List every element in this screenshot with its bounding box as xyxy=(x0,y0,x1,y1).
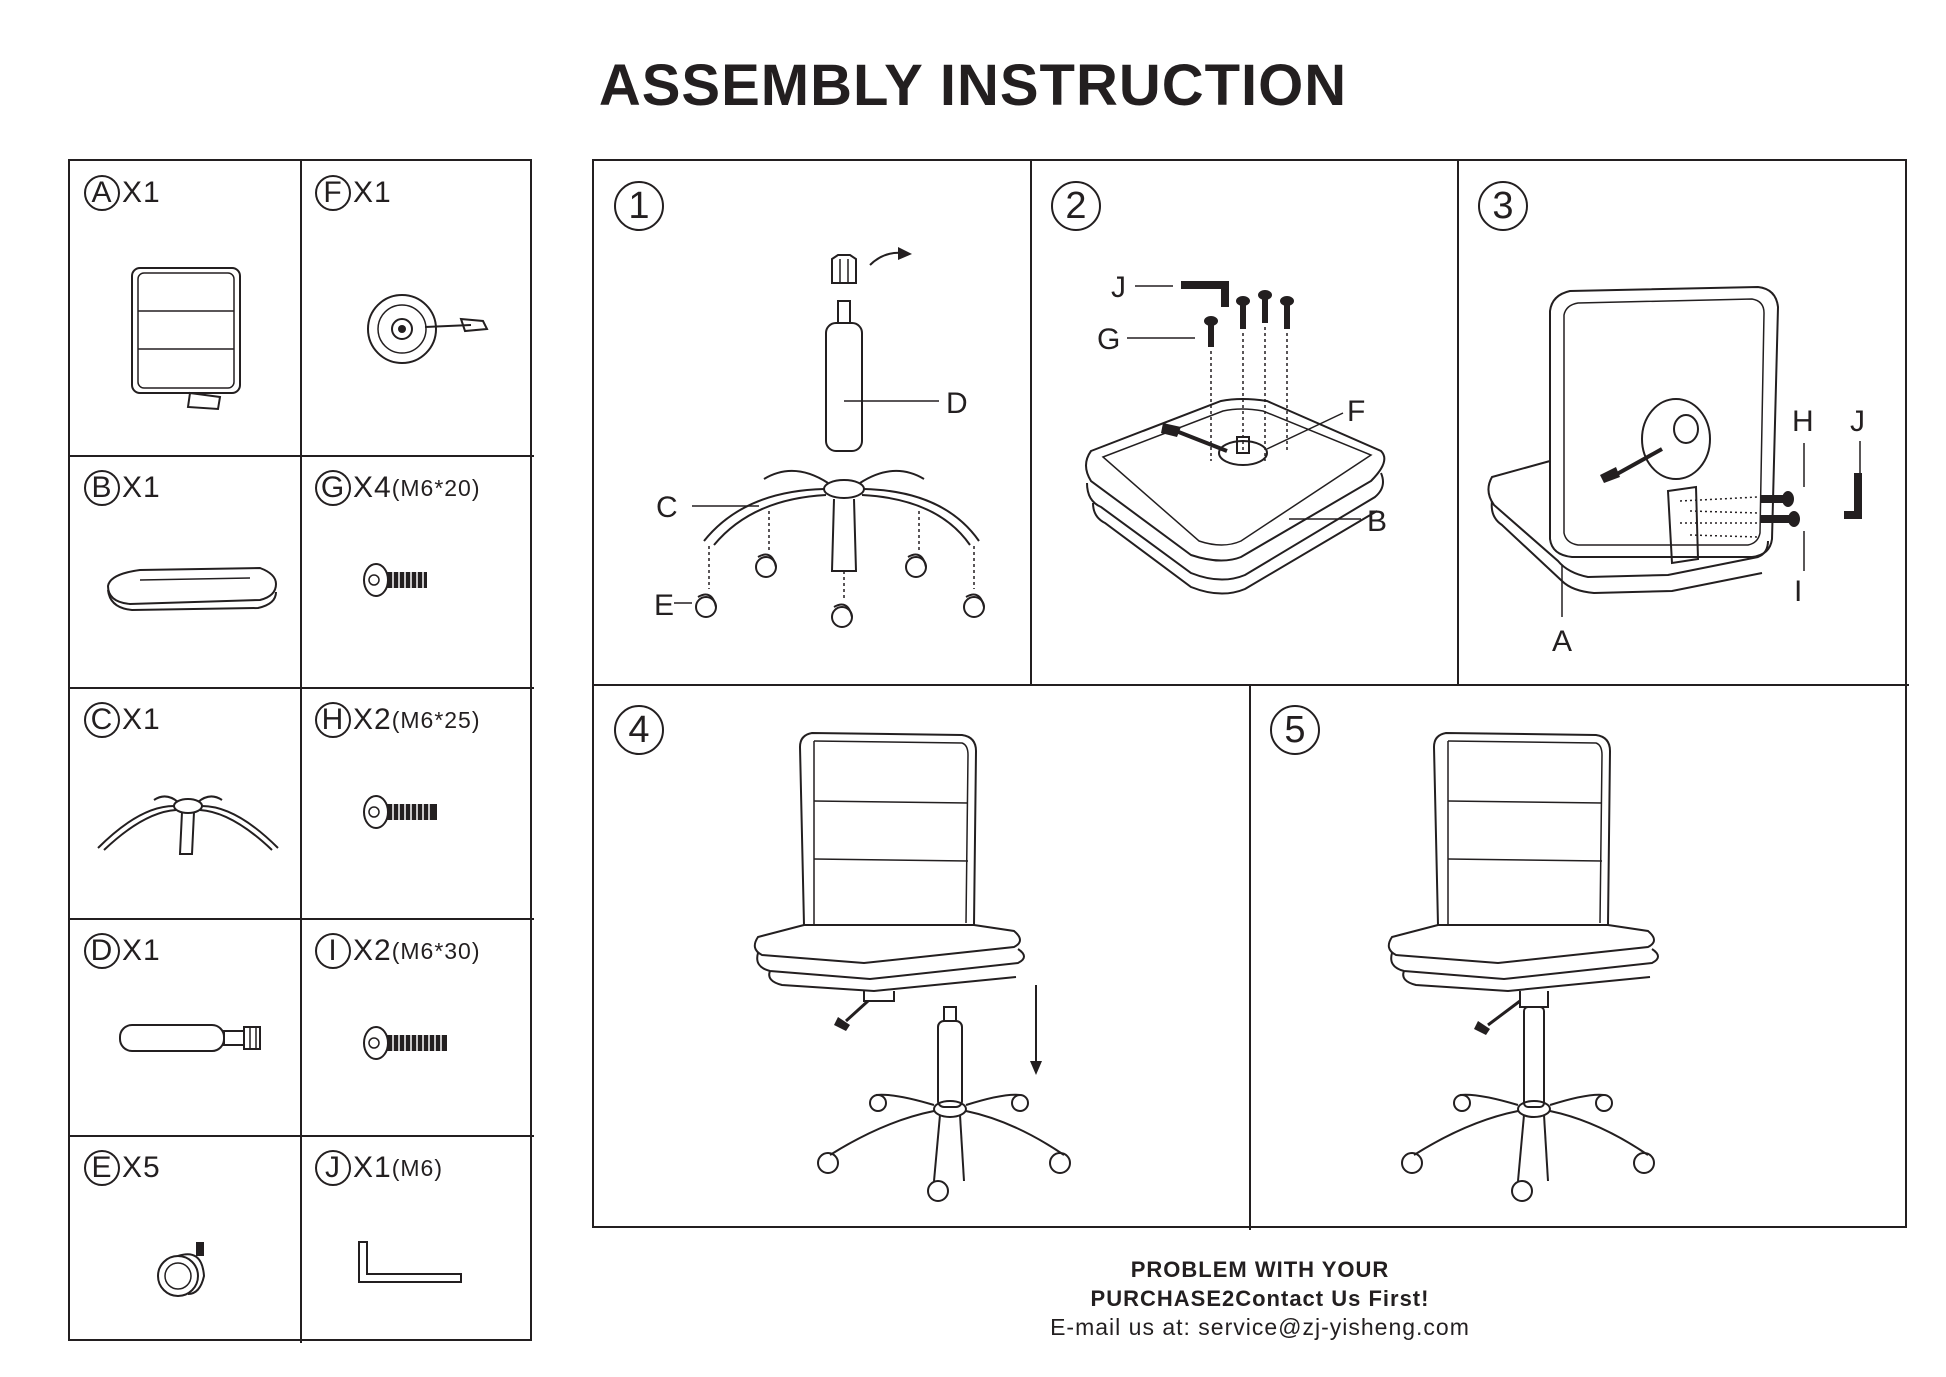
part-letter: H xyxy=(315,702,351,738)
part-label: H X2 (M6*25) xyxy=(315,702,481,738)
part-cell-i: I X2 (M6*30) xyxy=(301,919,534,1136)
callout-j: J xyxy=(1850,405,1865,438)
part-letter: D xyxy=(84,933,120,969)
step-1-panel: 1 D C xyxy=(594,161,1031,685)
callout-f: F xyxy=(1347,395,1365,428)
part-letter: A xyxy=(84,175,120,211)
part-qty: X1 xyxy=(353,176,392,209)
callout-j: J xyxy=(1111,271,1126,304)
part-qty: X2 xyxy=(353,934,392,967)
part-label: J X1 (M6) xyxy=(315,1150,443,1186)
part-qty: X1 xyxy=(122,934,161,967)
bolt-g-icon xyxy=(363,563,427,597)
parts-list-grid: A X1 F X1 B X1 xyxy=(68,159,534,1343)
mechanism-plate-icon xyxy=(367,294,489,364)
part-cell-c: C X1 xyxy=(70,688,301,919)
callout-g: G xyxy=(1097,323,1120,356)
assembly-steps-grid: 1 D C xyxy=(592,159,1909,1230)
part-letter: G xyxy=(315,470,351,506)
part-cell-b: B X1 xyxy=(70,456,301,688)
support-footer: PROBLEM WITH YOUR PURCHASE2Contact Us Fi… xyxy=(880,1255,1640,1342)
part-spec: (M6*30) xyxy=(391,937,481,964)
part-cell-a: A X1 xyxy=(70,161,301,456)
step-4-illustration xyxy=(753,731,1071,1202)
part-cell-j: J X1 (M6) xyxy=(301,1136,534,1343)
part-letter: J xyxy=(315,1150,351,1186)
part-label: F X1 xyxy=(315,175,392,211)
step-number: 4 xyxy=(614,705,664,755)
part-qty: X1 xyxy=(122,703,161,736)
part-label: D X1 xyxy=(84,933,161,969)
callout-d: D xyxy=(946,387,968,420)
star-base-icon xyxy=(97,795,279,855)
callout-c: C xyxy=(656,491,678,524)
part-qty: X4 xyxy=(353,471,392,504)
part-letter: I xyxy=(315,933,351,969)
callout-i: I xyxy=(1794,575,1802,608)
part-label: I X2 (M6*30) xyxy=(315,933,481,969)
bolt-i-icon xyxy=(363,1026,447,1060)
step-5-illustration xyxy=(1387,731,1659,1202)
part-label: C X1 xyxy=(84,702,161,738)
steps-grid-lines xyxy=(594,161,1909,1230)
part-letter: F xyxy=(315,175,351,211)
part-cell-f: F X1 xyxy=(301,161,534,456)
part-spec: (M6) xyxy=(391,1154,443,1181)
step-number: 2 xyxy=(1051,181,1101,231)
step-3-illustration: H J I A xyxy=(1487,285,1865,658)
part-qty: X1 xyxy=(122,471,161,504)
step-number: 5 xyxy=(1270,705,1320,755)
step-3-panel: 3 H xyxy=(1458,161,1909,685)
part-spec: (M6*25) xyxy=(391,706,481,733)
part-label: A X1 xyxy=(84,175,161,211)
step-1-illustration: D C xyxy=(654,247,985,628)
step-4-panel: 4 xyxy=(594,685,1250,1230)
seat-cushion-icon xyxy=(106,566,278,612)
part-letter: C xyxy=(84,702,120,738)
part-qty: X2 xyxy=(353,703,392,736)
part-cell-d: D X1 xyxy=(70,919,301,1136)
step-2-panel: 2 J G xyxy=(1031,161,1458,685)
gas-cylinder-icon xyxy=(119,1024,261,1052)
page-title: ASSEMBLY INSTRUCTION xyxy=(598,53,1348,118)
part-cell-e: E X5 xyxy=(70,1136,301,1343)
step-5-panel: 5 xyxy=(1250,685,1909,1230)
step-number: 3 xyxy=(1478,181,1528,231)
callout-e: E xyxy=(654,589,674,622)
part-label: G X4 (M6*20) xyxy=(315,470,481,506)
part-label: E X5 xyxy=(84,1150,161,1186)
hex-key-icon xyxy=(358,1241,462,1283)
step-number: 1 xyxy=(614,181,664,231)
step-2-illustration: J G xyxy=(1085,271,1387,595)
part-qty: X5 xyxy=(122,1151,161,1184)
caster-wheel-icon xyxy=(157,1242,206,1297)
support-email[interactable]: E-mail us at: service@zj-yisheng.com xyxy=(1050,1314,1470,1340)
part-qty: X1 xyxy=(122,176,161,209)
part-letter: E xyxy=(84,1150,120,1186)
part-cell-g: G X4 (M6*20) xyxy=(301,456,534,688)
part-cell-h: H X2 (M6*25) xyxy=(301,688,534,919)
callout-h: H xyxy=(1792,405,1814,438)
footer-line-2: PURCHASE2Contact Us First! xyxy=(1090,1286,1430,1311)
callout-b: B xyxy=(1367,505,1387,538)
bolt-h-icon xyxy=(363,795,437,829)
part-label: B X1 xyxy=(84,470,161,506)
backrest-icon xyxy=(131,267,241,411)
callout-a: A xyxy=(1552,625,1572,658)
part-qty: X1 xyxy=(353,1151,392,1184)
part-letter: B xyxy=(84,470,120,506)
parts-grid-lines xyxy=(70,161,534,1343)
footer-line-1: PROBLEM WITH YOUR xyxy=(1130,1257,1390,1282)
part-spec: (M6*20) xyxy=(391,474,481,501)
